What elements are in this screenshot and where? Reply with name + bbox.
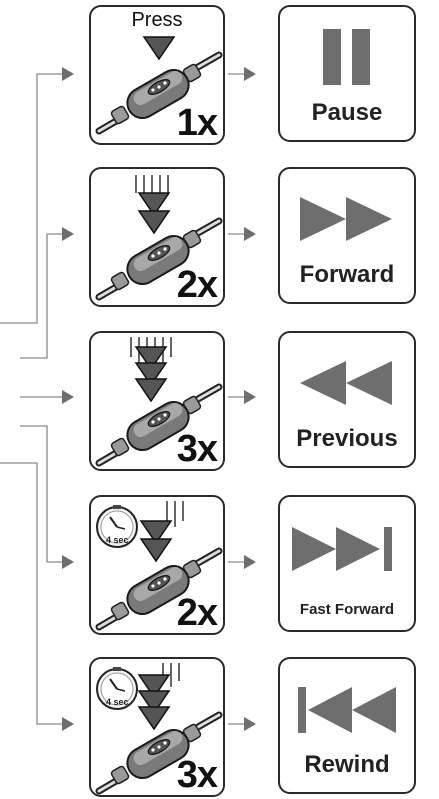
action-previous: Previous [278, 331, 416, 468]
arrow-icon [62, 717, 74, 731]
action-label: Previous [296, 425, 398, 452]
rewind-icon [298, 687, 396, 733]
forward-icon [300, 197, 392, 241]
press-arrow-icon [140, 538, 172, 562]
timer-label: 4 sec. [106, 697, 131, 707]
arrow-icon [62, 555, 74, 569]
press-count: 1x [176, 102, 218, 144]
arrow-icon [62, 67, 74, 81]
action-label: Forward [299, 261, 395, 288]
arrow-icon [62, 227, 74, 241]
remote-press-3x: 3x [89, 331, 225, 471]
pause-icon [323, 29, 370, 85]
arrow-icon [244, 67, 256, 81]
press-label: Press [131, 9, 183, 31]
motion-lines-icon [166, 501, 184, 527]
action-pause: Pause [278, 5, 416, 142]
previous-icon [300, 361, 392, 405]
arrow-icon [244, 717, 256, 731]
press-arrow-icon [138, 706, 170, 730]
action-label: Fast Forward [299, 601, 395, 618]
remote-press-2x: 2x [89, 167, 225, 307]
remote-hold-2x: 4 sec. 2x [89, 495, 225, 635]
press-count: 3x [176, 428, 218, 470]
action-label: Pause [311, 99, 383, 126]
action-fast-forward: Fast Forward [278, 495, 416, 632]
arrow-icon [244, 227, 256, 241]
action-rewind: Rewind [278, 657, 416, 794]
action-forward: Forward [278, 167, 416, 304]
remote-press-1x: Press 1x [89, 5, 225, 145]
press-count: 2x [176, 592, 218, 634]
fast-forward-icon [292, 527, 392, 571]
arrow-icon [62, 390, 74, 404]
action-label: Rewind [304, 751, 390, 778]
press-arrow-icon [135, 378, 167, 402]
press-count: 3x [176, 754, 218, 796]
timer-label: 4 sec. [106, 535, 131, 545]
press-arrow-icon [138, 210, 170, 234]
arrow-icon [244, 555, 256, 569]
press-arrow-icon [143, 36, 175, 60]
remote-hold-3x: 4 sec. 3x [89, 657, 225, 797]
arrow-icon [244, 390, 256, 404]
press-count: 2x [176, 264, 218, 306]
